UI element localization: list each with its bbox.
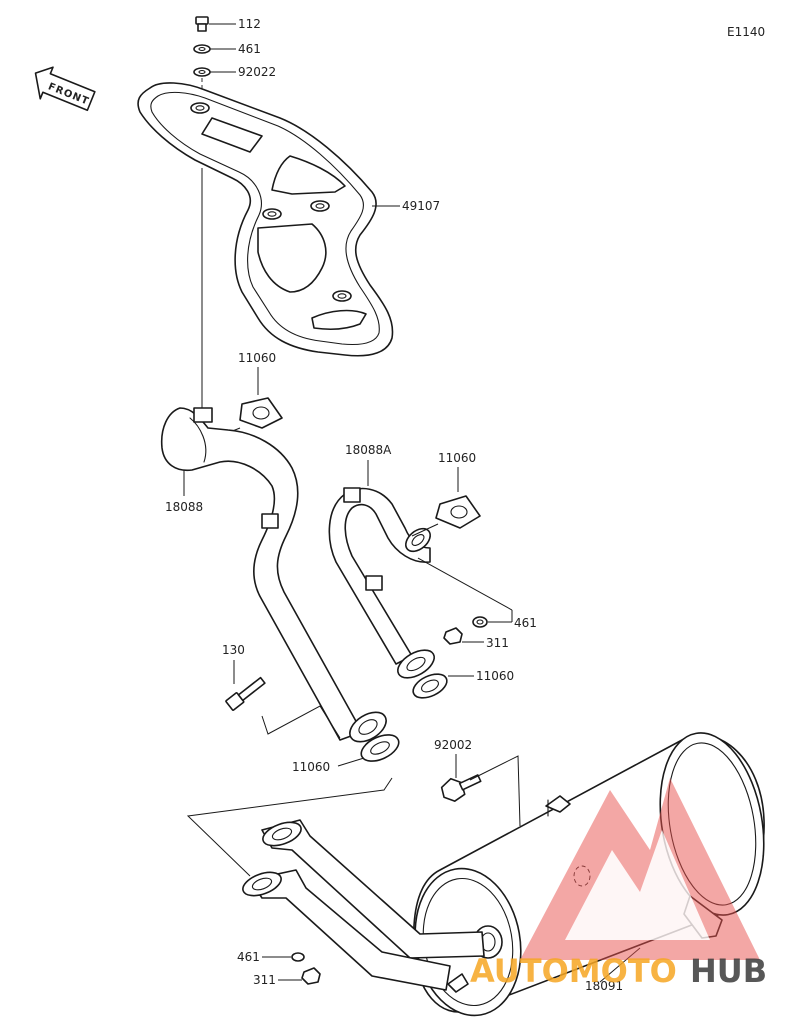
bolt-112-icon: [195, 16, 209, 32]
label-gasket-front: 11060: [238, 351, 276, 365]
label-heat-guard: 49107: [402, 199, 440, 213]
label-washer-mid: 461: [514, 616, 537, 630]
label-nut-bottom: 311: [253, 973, 276, 987]
washer-461-mid-icon: [472, 616, 488, 628]
washer-461-top-icon: [193, 44, 211, 54]
label-bolt-top: 112: [238, 17, 261, 31]
watermark-logo-icon: [520, 778, 760, 960]
label-bolt-92002: 92002: [434, 738, 472, 752]
label-exhaust-pipe-rear: 18088A: [345, 443, 392, 457]
collar-92022-icon: [193, 67, 211, 77]
heat-guard-49107: [137, 82, 394, 357]
gasket-11060-rear-joint-icon: [412, 673, 448, 699]
nut-311-bottom-icon: [301, 967, 321, 985]
nut-311-mid-icon: [443, 627, 463, 645]
label-bolt-130: 130: [222, 643, 245, 657]
diagram-code: E1140: [727, 25, 765, 39]
label-nut-mid: 311: [486, 636, 509, 650]
bolt-130-icon: [225, 676, 266, 711]
label-gasket-rear-joint: 11060: [476, 669, 514, 683]
gasket-11060-front-joint-icon: [360, 734, 400, 762]
exhaust-pipe-18088: [160, 407, 387, 743]
watermark-text-dark: HUB: [690, 952, 767, 990]
label-washer-bottom: 461: [237, 950, 260, 964]
label-gasket-front-joint: 11060: [292, 760, 330, 774]
washer-461-bottom-icon: [291, 952, 305, 962]
label-exhaust-pipe-front: 18088: [165, 500, 203, 514]
bolt-92002-icon: [440, 774, 482, 802]
front-arrow-icon: FRONT: [34, 66, 96, 112]
gasket-11060-rear-icon: [435, 495, 481, 529]
watermark-text-orange: AUTOMOTO: [470, 952, 677, 990]
gasket-11060-front-icon: [239, 397, 283, 429]
exhaust-pipe-18088A: [328, 487, 435, 679]
label-muffler: 18091: [585, 979, 623, 993]
label-collar-top: 92022: [238, 65, 276, 79]
label-washer-top: 461: [238, 42, 261, 56]
label-gasket-rear: 11060: [438, 451, 476, 465]
